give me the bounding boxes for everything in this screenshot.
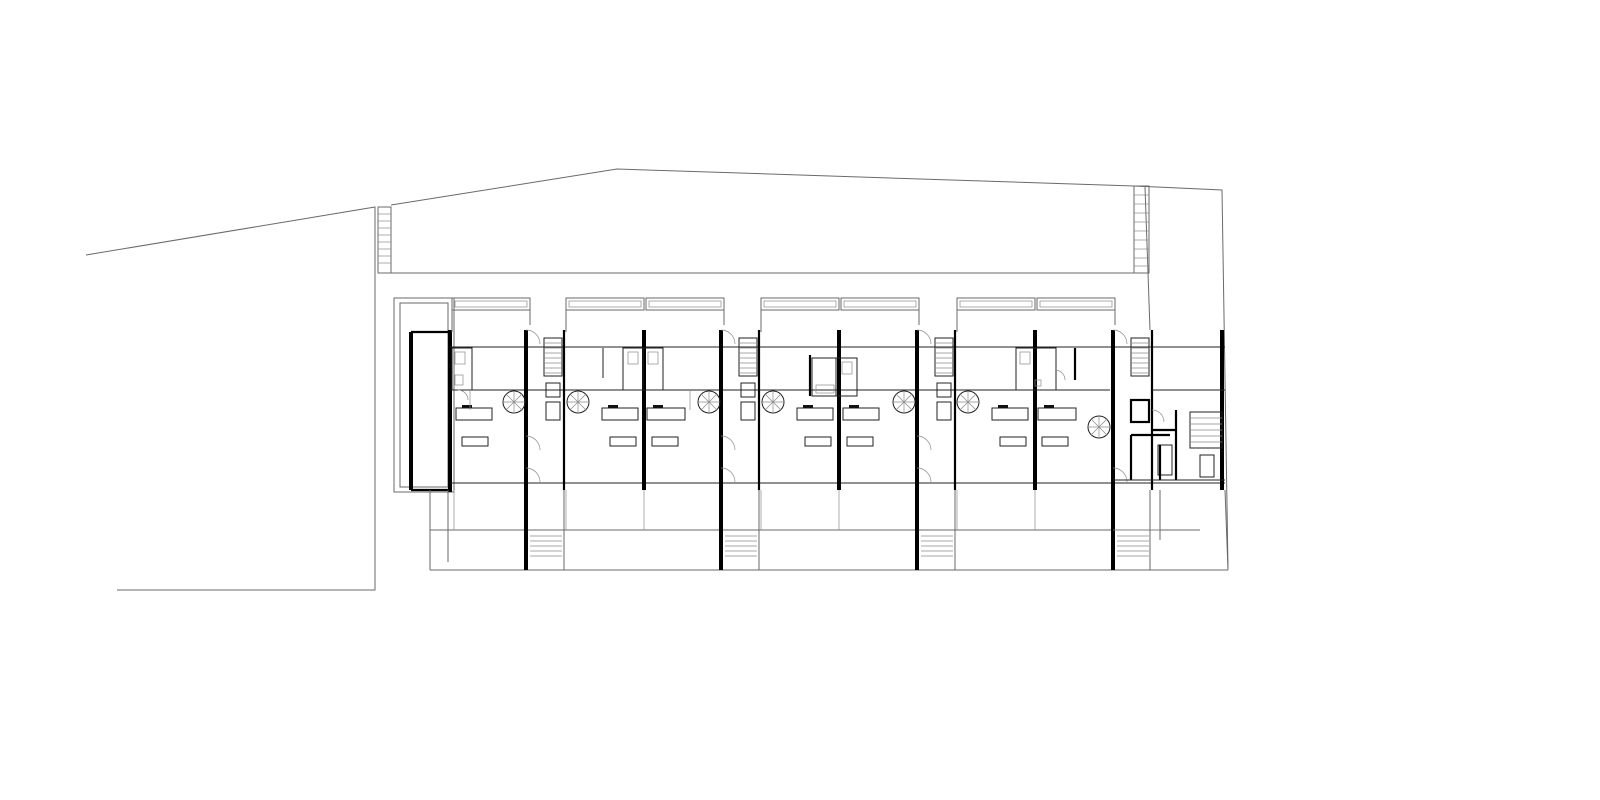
end-unit-partitions [1113, 389, 1225, 481]
party-walls [524, 330, 1224, 570]
kitchen-counters [455, 405, 1077, 421]
bathroom-cores [451, 347, 1057, 397]
stair-core-3 [934, 337, 954, 421]
stair-core-4 [1129, 337, 1151, 424]
garden-terraces [453, 490, 1160, 531]
interior-partitions [469, 348, 1077, 410]
stair-core-1 [543, 337, 563, 421]
stair-core-2 [738, 337, 758, 421]
site-outline [85, 168, 1229, 591]
building-envelope [429, 346, 1229, 571]
left-wing [393, 297, 455, 493]
dining-tables [461, 436, 1069, 447]
site-stair-right [1133, 185, 1150, 274]
stair-core-end [1152, 410, 1223, 480]
door-swings [457, 329, 1165, 483]
entrance-steps [530, 490, 1151, 570]
spiral-stairs [502, 390, 1111, 439]
site-stair-left [377, 206, 392, 274]
balcony-row-top [451, 297, 1116, 332]
